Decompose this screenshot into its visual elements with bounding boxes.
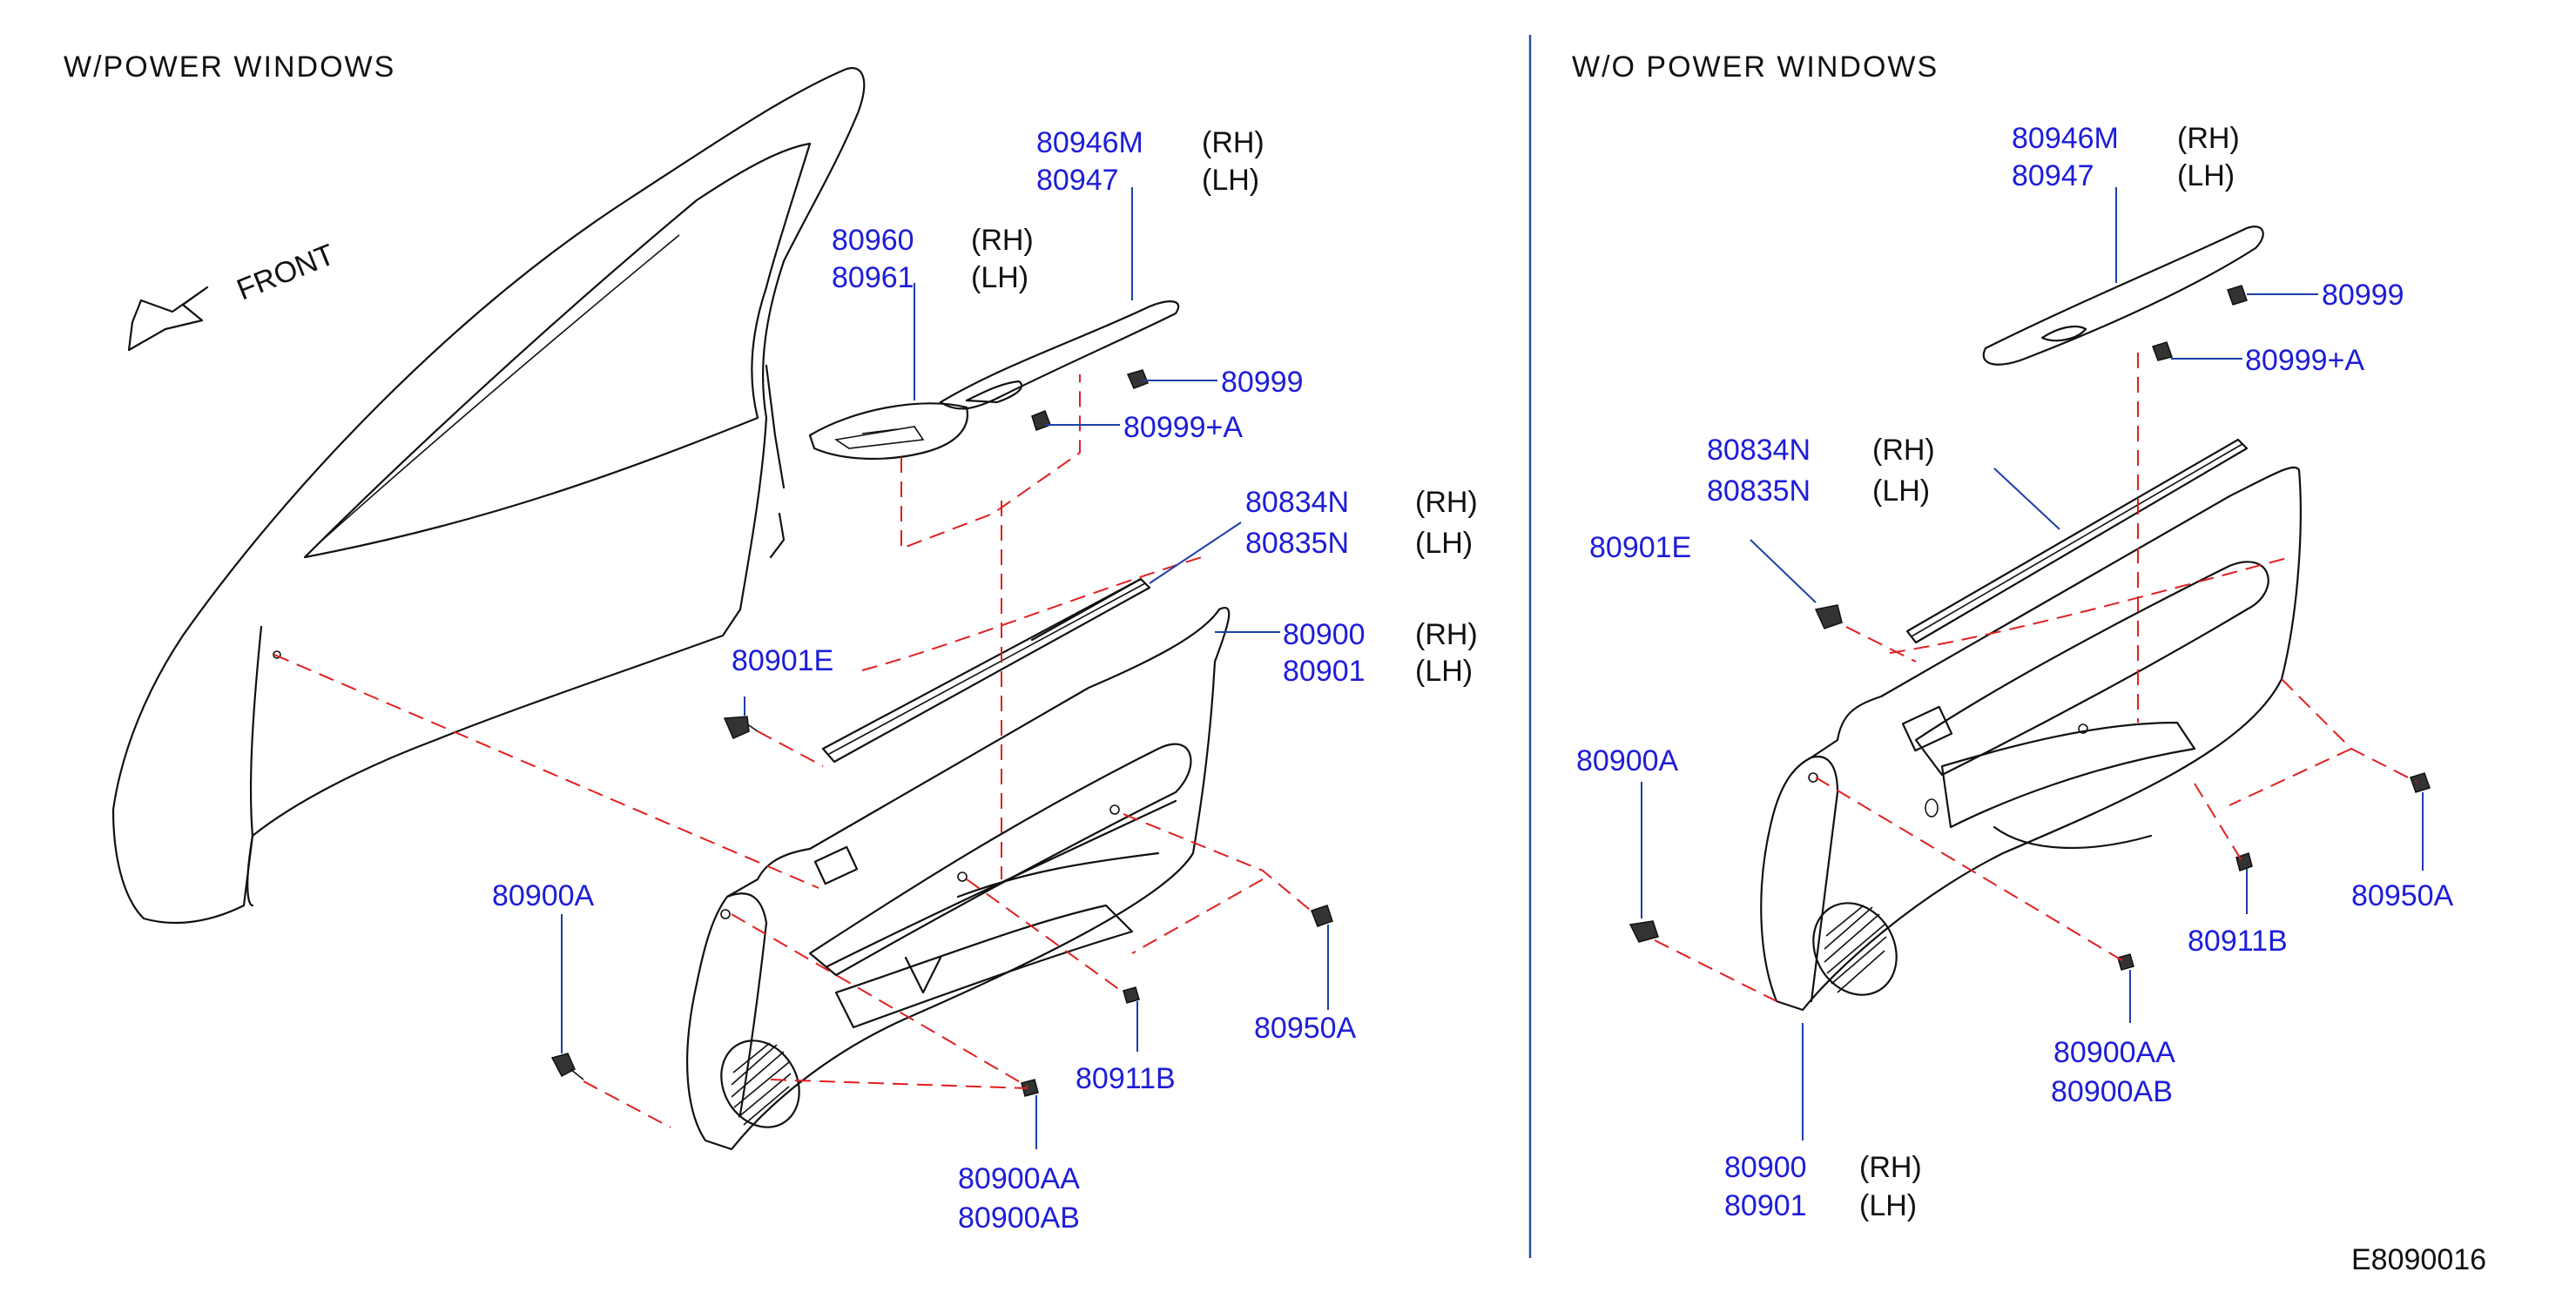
weatherstrip-right [1905,438,2249,644]
callout-80900-right: 80900 80901 (RH) (LH) [1724,1151,1922,1222]
part-number: 80900AA [2053,1036,2175,1069]
clip-80999a-right [2152,341,2173,361]
side-label: (LH) [1202,164,1259,197]
upper-finisher [939,300,1180,410]
callout-80999a-left: 80999+A [1123,411,1243,444]
side-label: (RH) [971,224,1034,257]
callout-80834n-right: 80834N 80835N (RH) (LH) [1707,434,1935,508]
left-guide-lines [273,374,1316,1128]
part-number: 80960 [832,224,914,257]
screw-80900aa [1021,1079,1039,1097]
side-label: (RH) [2177,122,2240,155]
clip-80999a [1031,410,1051,431]
part-number: 80900 [1283,618,1366,651]
callout-80901e-left: 80901E [732,644,833,677]
callout-80911b-left: 80911B [1076,1062,1176,1095]
clip-80999 [1126,369,1149,389]
callout-80946m-right: 80946M 80947 (RH) (LH) [2012,122,2240,192]
side-label: (LH) [1859,1189,1917,1222]
switch-housing [808,402,968,461]
side-label: (RH) [1859,1151,1922,1184]
part-number: 80900AB [2051,1075,2173,1108]
callout-80999a-right: 80999+A [2245,344,2364,377]
clip-80900a [550,1053,584,1080]
part-number: 80834N [1707,434,1811,467]
right-panel: W/O POWER WINDOWS [1572,50,2486,1276]
callout-80900a-right: 80900A [1576,744,1679,777]
part-number: 80900 [1724,1151,1807,1184]
callout-80911b-right: 80911B [2188,925,2288,958]
diagram-code: E8090016 [2351,1243,2486,1276]
upper-finisher-right [1982,225,2264,366]
screw-80950a-right [2410,772,2431,793]
door-trim-panel [686,607,1231,1151]
clip-80900a-right [1629,920,1659,943]
door-frame [111,67,866,925]
clip-80901e [723,716,759,739]
part-number: 80835N [1245,527,1349,560]
callout-80960: 80960 80961 (RH) (LH) [832,224,1034,294]
right-panel-title: W/O POWER WINDOWS [1572,50,1939,84]
side-label: (RH) [1415,486,1478,519]
side-label: (LH) [1415,527,1473,560]
callout-80900aa-right: 80900AA 80900AB [2051,1036,2175,1108]
side-label: (RH) [1415,618,1478,651]
left-panel: W/POWER WINDOWS FRONT [64,50,1478,1235]
part-number: 80835N [1707,474,1811,508]
part-number: 80900AA [958,1162,1080,1195]
left-panel-title: W/POWER WINDOWS [64,50,395,84]
screw-80911b [1123,986,1140,1004]
speaker-grille-right [1812,902,1898,996]
part-number: 80961 [832,261,914,294]
side-label: (RH) [1202,126,1264,159]
part-number: 80901 [1283,655,1366,688]
speaker-grille [720,1040,800,1128]
clip-80901e-right [1814,604,1843,629]
front-label: FRONT [233,238,340,306]
clip-80999-right [2227,285,2248,306]
callout-80999-left: 80999 [1221,366,1304,399]
screw-80900aa-right [2117,953,2134,971]
callout-80946m-left: 80946M 80947 (RH) (LH) [1036,126,1264,197]
screw-80950a [1311,905,1333,927]
part-number: 80901 [1724,1189,1807,1222]
weatherstrip [821,577,1151,764]
right-guide-lines [1654,353,2418,1002]
callout-80901e-right: 80901E [1589,531,1691,564]
side-label: (LH) [1872,474,1930,508]
callout-80950a-left: 80950A [1254,1012,1357,1045]
callout-80950a-right: 80950A [2351,879,2454,912]
part-number: 80946M [2012,122,2119,155]
callout-80900-left: 80900 80901 (RH) (LH) [1283,618,1478,688]
part-number: 80947 [2012,159,2094,192]
left-leaders [561,187,1329,1149]
side-label: (RH) [1872,434,1935,467]
part-number: 80947 [1036,164,1119,197]
callout-80999-right: 80999 [2322,279,2404,312]
part-number: 80946M [1036,126,1143,159]
side-label: (LH) [971,261,1028,294]
part-number: 80834N [1245,486,1349,519]
callout-80900a-left: 80900A [492,879,595,912]
part-number: 80900AB [958,1201,1080,1235]
door-trim-panel-right [1760,466,2302,1012]
right-leaders [1641,187,2424,1141]
callout-80900aa-left: 80900AA 80900AB [958,1162,1080,1235]
side-label: (LH) [2177,159,2235,192]
side-label: (LH) [1415,655,1473,688]
front-arrow-icon [127,286,209,352]
callout-80834n-left: 80834N 80835N (RH) (LH) [1245,486,1478,560]
